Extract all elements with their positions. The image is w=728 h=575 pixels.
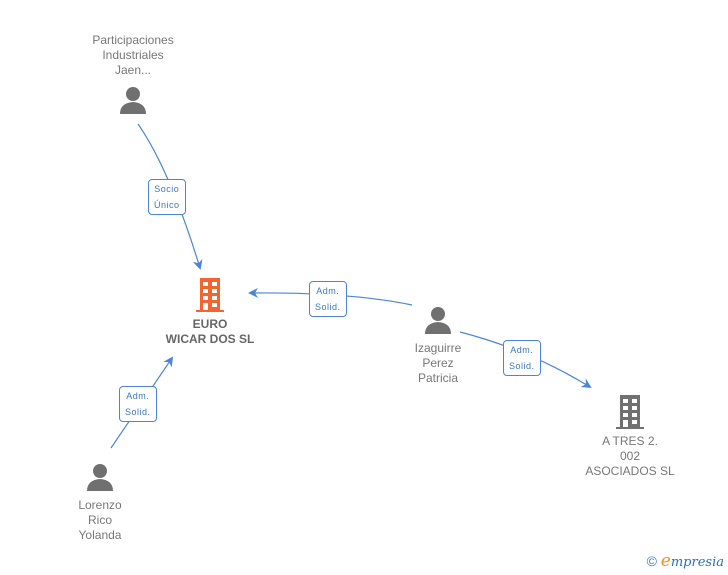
brand-initial: e: [660, 551, 671, 571]
person-icon: [87, 464, 113, 491]
person-icon: [425, 307, 451, 334]
building-icon: [616, 395, 644, 429]
node-a-tres[interactable]: A TRES 2. 002 ASOCIADOS SL: [570, 395, 690, 479]
node-label: A TRES 2. 002 ASOCIADOS SL: [585, 434, 675, 478]
edge-label-adm-solid-izaguirre-atres: Adm. Solid.: [503, 340, 541, 376]
node-lorenzo[interactable]: Lorenzo Rico Yolanda: [50, 462, 150, 543]
person-icon: [120, 87, 146, 114]
node-label: EURO WICAR DOS SL: [165, 317, 255, 346]
node-label: Lorenzo Rico Yolanda: [78, 498, 122, 542]
node-label: Participaciones Industriales Jaen...: [92, 33, 174, 77]
brand-name: empresia: [661, 551, 724, 571]
brand-rest: mpresia: [670, 555, 724, 570]
edge-label-adm-solid-izaguirre-euro: Adm. Solid.: [309, 281, 347, 317]
node-participaciones[interactable]: Participaciones Industriales Jaen...: [73, 33, 193, 115]
node-izaguirre[interactable]: Izaguirre Perez Patricia: [388, 305, 488, 386]
copyright-icon: ©: [646, 553, 657, 569]
node-euro-wicar[interactable]: EURO WICAR DOS SL: [150, 278, 270, 347]
building-icon: [196, 278, 224, 312]
node-label: Izaguirre Perez Patricia: [414, 341, 462, 385]
edge-label-socio-unico: Socio Único: [148, 179, 186, 215]
empresia-logo[interactable]: © empresia: [647, 551, 724, 571]
edge-label-adm-solid-lorenzo: Adm. Solid.: [119, 386, 157, 422]
